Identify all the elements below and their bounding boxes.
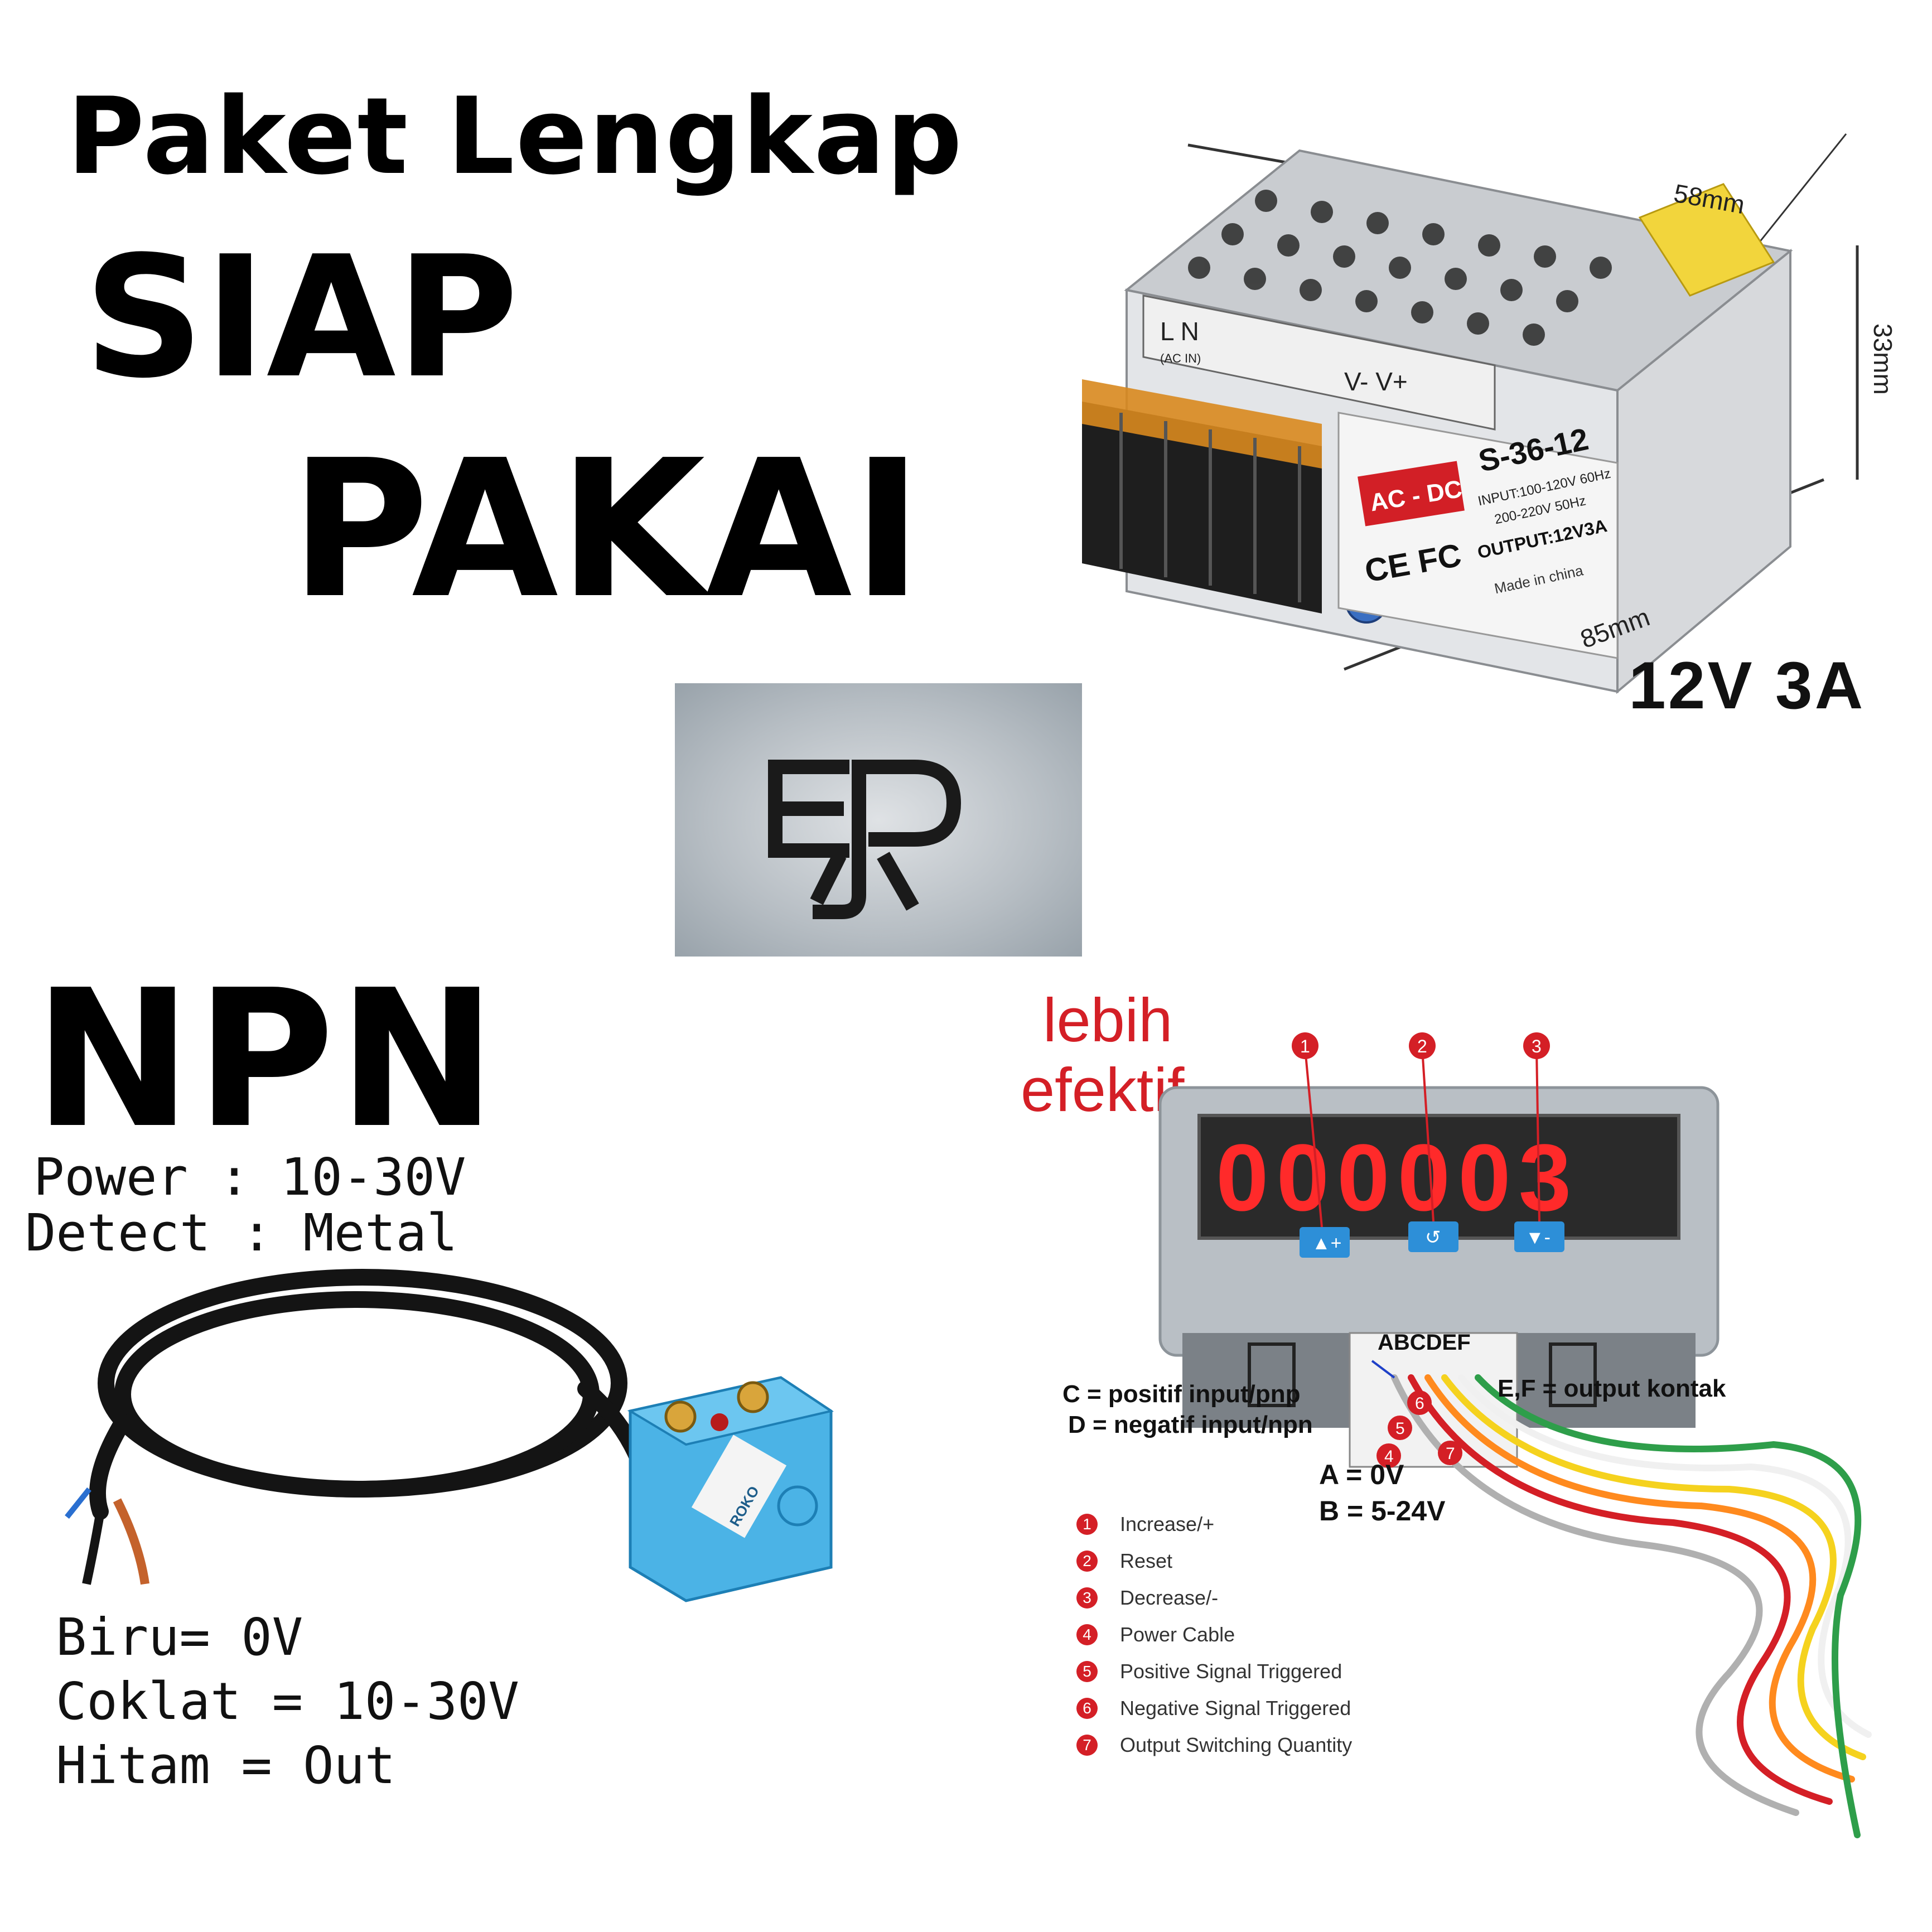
psu-term-acin: (AC IN)	[1160, 351, 1201, 365]
legend-text: Power Cable	[1120, 1623, 1235, 1646]
legend-num: 6	[1076, 1698, 1098, 1719]
dim-side: 33mm	[1868, 323, 1897, 395]
legend-text: Increase/+	[1120, 1513, 1215, 1535]
legend-item: 6 Negative Signal Triggered	[1076, 1690, 1433, 1727]
legend-item: 2 Reset	[1076, 1543, 1433, 1580]
tagline-line2: efektif	[1021, 1056, 1185, 1124]
psu-term-v: V- V+	[1344, 367, 1408, 396]
legend-text: Decrease/-	[1120, 1586, 1219, 1609]
callout-2: 2	[1417, 1036, 1427, 1056]
sensor-type: NPN	[33, 949, 500, 1170]
legend-num: 3	[1076, 1587, 1098, 1609]
callout-4: 4	[1384, 1447, 1394, 1466]
legend-text: Output Switching Quantity	[1120, 1733, 1353, 1756]
legend-text: Negative Signal Triggered	[1120, 1697, 1351, 1720]
counter-legend: 1 Increase/+ 2 Reset 3 Decrease/- 4 Powe…	[1076, 1506, 1433, 1764]
reset-icon: ↺	[1425, 1227, 1441, 1248]
legend-item: 4 Power Cable	[1076, 1616, 1433, 1653]
headline-line1: Paket Lengkap	[67, 75, 964, 198]
increase-button[interactable]	[1300, 1227, 1350, 1258]
label-b: B = 5-24V	[1319, 1495, 1446, 1527]
increase-icon: ▲+	[1312, 1233, 1342, 1254]
legend-text: Reset	[1120, 1549, 1173, 1572]
headline-line3: PAKAI	[290, 419, 923, 640]
legend-item: 3 Decrease/-	[1076, 1580, 1433, 1616]
wire-black-label: Hitam = Out	[56, 1736, 396, 1795]
decrease-button[interactable]	[1514, 1221, 1564, 1252]
psu-rating: 12V 3A	[1629, 648, 1866, 723]
terminal-letters: ABCDEF	[1378, 1330, 1471, 1355]
sensor-power: Power : 10-30V	[33, 1147, 466, 1207]
decrease-icon: ▼-	[1525, 1227, 1551, 1248]
callout-7: 7	[1446, 1445, 1455, 1463]
tagline-line1: lebih	[1043, 986, 1173, 1055]
headline-line2: SIAP	[84, 220, 519, 415]
label-d: D = negatif input/npn	[1068, 1411, 1313, 1438]
callout-1: 1	[1300, 1036, 1310, 1056]
legend-item: 7 Output Switching Quantity	[1076, 1727, 1433, 1764]
legend-item: 5 Positive Signal Triggered	[1076, 1653, 1433, 1690]
legend-num: 4	[1076, 1624, 1098, 1645]
callout-5: 5	[1395, 1419, 1405, 1438]
counter-display: 000003	[1216, 1125, 1579, 1231]
proximity-sensor-illustration: ROKO	[65, 1269, 834, 1602]
psu-term-left: L N	[1160, 317, 1199, 346]
label-ef: E,F = output kontak	[1498, 1375, 1726, 1402]
legend-num: 2	[1076, 1551, 1098, 1572]
label-a: A = 0V	[1319, 1459, 1404, 1490]
legend-item: 1 Increase/+	[1076, 1506, 1433, 1543]
callout-6: 6	[1415, 1394, 1424, 1413]
callout-3: 3	[1532, 1036, 1542, 1056]
brand-logo: EP	[675, 683, 1082, 957]
wire-brown-label: Coklat = 10-30V	[56, 1672, 519, 1731]
legend-num: 5	[1076, 1661, 1098, 1682]
power-supply-illustration: L N (AC IN) V- V+ AC - DC S-36-12 INPUT:…	[1082, 133, 1897, 694]
legend-num: 7	[1076, 1735, 1098, 1756]
legend-num: 1	[1076, 1514, 1098, 1535]
reset-button[interactable]	[1408, 1221, 1458, 1252]
wire-blue-label: Biru= 0V	[56, 1607, 303, 1667]
logo-mark	[768, 760, 962, 919]
label-c: C = positif input/pnp	[1062, 1380, 1301, 1408]
sensor-detect: Detect : Metal	[25, 1203, 458, 1263]
counter-module-illustration: 000003 ▲+ ↺ ▼- 1 2 3 ABCDEF	[1158, 1032, 1872, 1838]
legend-text: Positive Signal Triggered	[1120, 1660, 1342, 1683]
